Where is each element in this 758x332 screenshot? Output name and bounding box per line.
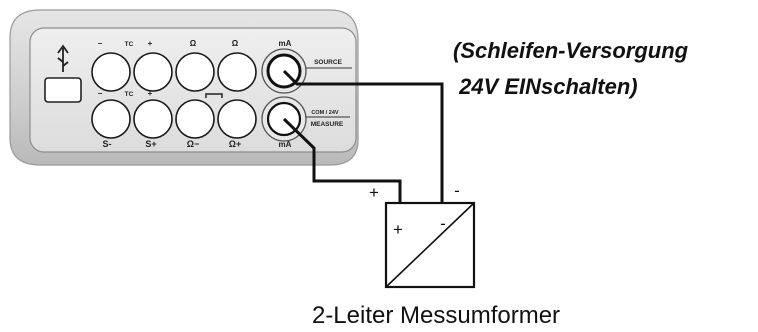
annotation-line-2: 24V EINschalten) [453, 74, 638, 99]
jack-ohm-2[interactable] [217, 52, 257, 92]
label-tc-minus-mid: − [98, 89, 103, 98]
label-source: SOURCE [314, 59, 342, 66]
usb-icon [57, 44, 69, 72]
polarity-plus-outer: + [369, 183, 379, 202]
polarity-minus-inner: - [440, 214, 446, 233]
label-ohm-plus: Ω+ [229, 139, 241, 149]
label-source-ma: mA [279, 39, 292, 48]
label-tc-plus-mid: + [148, 89, 153, 98]
jack-ohm-minus[interactable] [175, 99, 215, 139]
label-ohm-2: Ω [232, 39, 239, 48]
label-tc-plus-top: + [148, 39, 153, 48]
polarity-minus-outer: - [454, 181, 460, 200]
label-measure-ma: mA [279, 140, 292, 149]
jack-tc-plus-top[interactable] [133, 52, 173, 92]
label-tc-mid: TC [125, 91, 134, 98]
jack-tc-minus-top[interactable] [91, 52, 131, 92]
polarity-plus-inner: + [393, 220, 403, 239]
wire-source-to-minus [282, 69, 444, 210]
bridge-symbol [205, 93, 223, 98]
label-ohm-1: Ω [190, 39, 197, 48]
label-measure: MEASURE [311, 121, 344, 128]
label-ohm-minus: Ω− [187, 139, 199, 149]
wire-measure-to-plus [282, 117, 402, 210]
jack-s-minus[interactable] [91, 99, 131, 139]
annotation-line-1: (Schleifen-Versorgung [453, 38, 689, 63]
jack-ohm-plus[interactable] [217, 99, 257, 139]
transmitter: + - + - [369, 181, 476, 289]
label-s-plus: S+ [145, 139, 156, 149]
jack-ohm-1[interactable] [175, 52, 215, 92]
jack-s-plus[interactable] [133, 99, 173, 139]
transmitter-caption: 2-Leiter Messumformer [312, 302, 560, 329]
usb-port [44, 77, 82, 103]
label-s-minus: S- [103, 139, 112, 149]
label-tc-top: TC [125, 41, 134, 48]
label-com-24v: COM / 24V [311, 110, 339, 116]
label-tc-minus-top: − [98, 39, 103, 48]
transmitter-diagonal [385, 202, 475, 288]
